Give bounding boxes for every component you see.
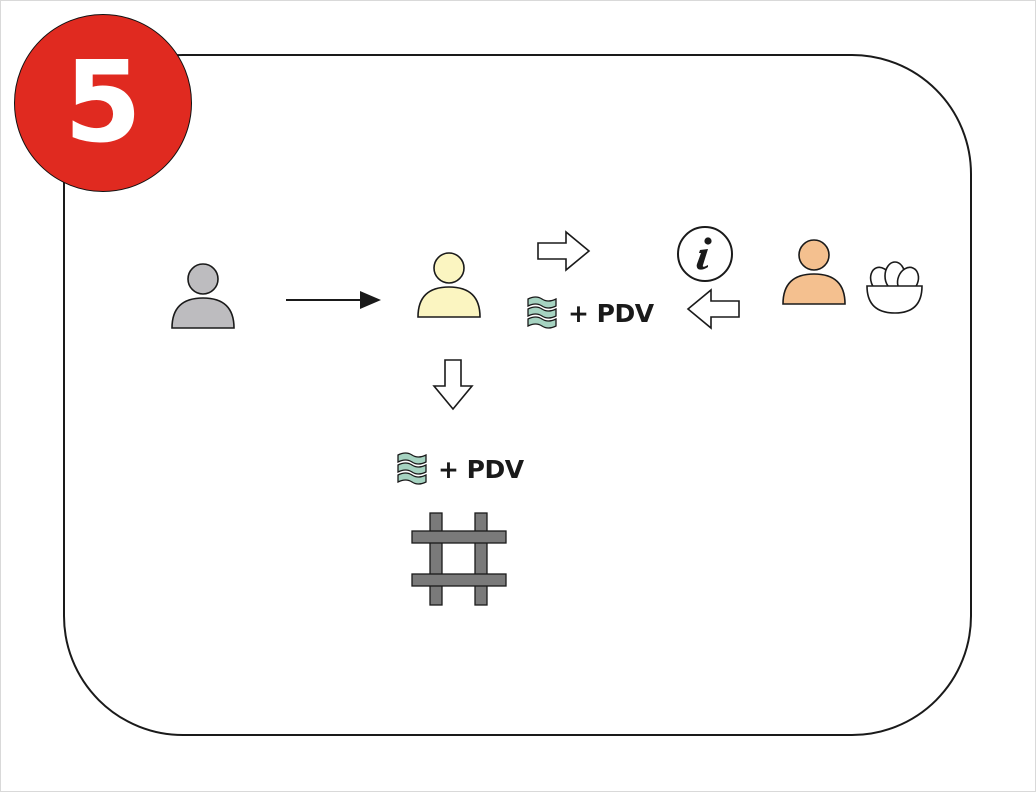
- info-icon: [677, 226, 733, 282]
- payment-text-lower: + PDV: [438, 454, 524, 484]
- arrow-right-icon: [286, 291, 381, 309]
- food-basket-icon: [866, 261, 923, 314]
- person-icon-orange: [782, 239, 846, 305]
- person-icon-yellow: [417, 252, 481, 318]
- step-number-badge: 5: [14, 14, 192, 192]
- diagram-panel: [63, 54, 972, 736]
- money-icon: [527, 296, 557, 329]
- hashtag-grid-icon: [411, 512, 507, 606]
- outline-arrow-right-icon: [537, 230, 591, 272]
- person-icon-gray: [171, 263, 235, 329]
- outline-arrow-left-icon: [686, 288, 740, 330]
- payment-text-right: + PDV: [568, 298, 654, 328]
- payment-label-right: + PDV: [524, 294, 654, 332]
- outline-arrow-down-icon: [432, 359, 474, 411]
- payment-label-lower: + PDV: [394, 450, 524, 488]
- money-icon: [397, 452, 427, 485]
